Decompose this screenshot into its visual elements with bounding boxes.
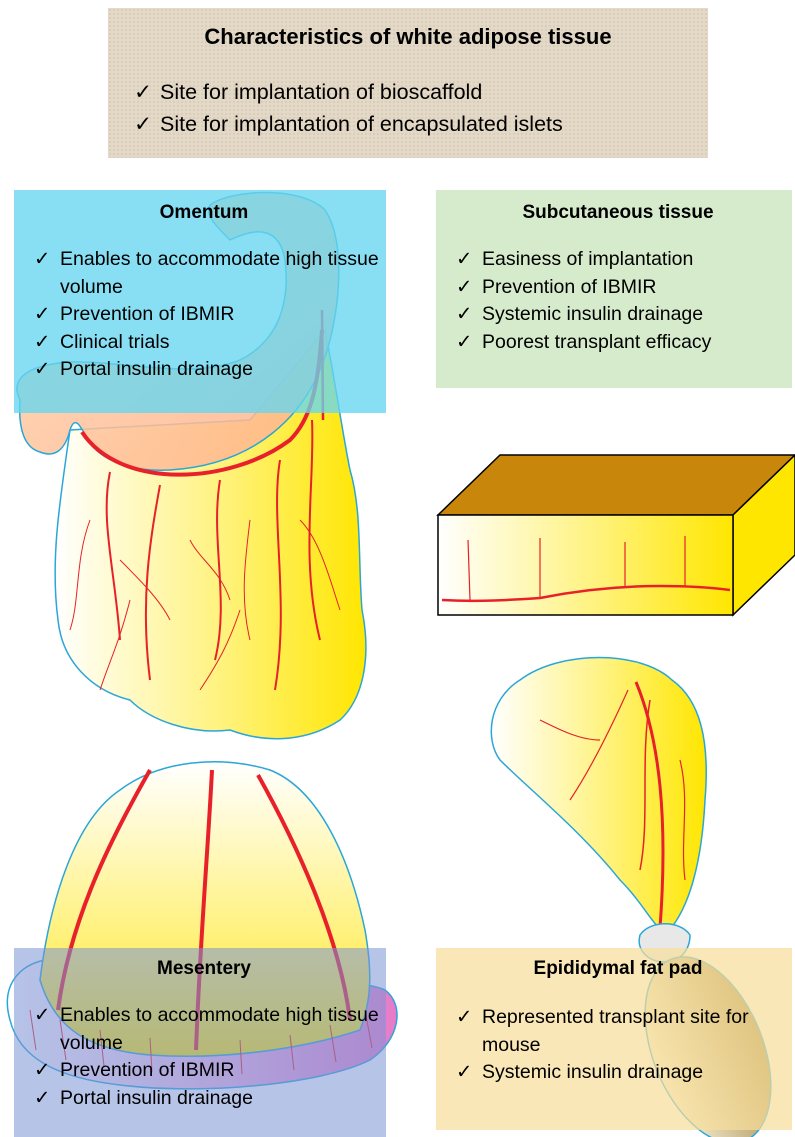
check-icon: ✓ xyxy=(34,301,50,329)
list-item: ✓Site for implantation of bioscaffold xyxy=(128,76,688,108)
check-icon: ✓ xyxy=(134,108,152,140)
omentum-title: Omentum xyxy=(28,202,380,224)
check-icon: ✓ xyxy=(34,1057,50,1085)
list-item: ✓Systemic insulin drainage xyxy=(450,301,786,329)
check-icon: ✓ xyxy=(456,1059,472,1087)
list-item: ✓Represented transplant site for mouse xyxy=(450,1004,786,1059)
list-item: ✓Clinical trials xyxy=(28,329,380,357)
check-icon: ✓ xyxy=(34,1085,50,1113)
check-icon: ✓ xyxy=(34,329,50,357)
list-item: ✓Poorest transplant efficacy xyxy=(450,329,786,357)
list-item: ✓Prevention of IBMIR xyxy=(450,274,786,302)
omentum-list: ✓Enables to accommodate high tissue volu… xyxy=(28,246,380,384)
subcutaneous-list: ✓Easiness of implantation ✓Prevention of… xyxy=(450,246,786,356)
header-title: Characteristics of white adipose tissue xyxy=(128,24,688,50)
list-item: ✓Site for implantation of encapsulated i… xyxy=(128,108,688,140)
check-icon: ✓ xyxy=(34,356,50,384)
header-list: ✓Site for implantation of bioscaffold ✓S… xyxy=(128,76,688,140)
subcutaneous-illustration xyxy=(438,455,795,615)
list-item: ✓Enables to accommodate high tissue volu… xyxy=(28,1002,380,1057)
list-item: ✓Enables to accommodate high tissue volu… xyxy=(28,246,380,301)
subcutaneous-title: Subcutaneous tissue xyxy=(450,202,786,224)
list-item: ✓Systemic insulin drainage xyxy=(450,1059,786,1087)
epididymal-panel: Epididymal fat pad ✓Represented transpla… xyxy=(436,948,792,1130)
check-icon: ✓ xyxy=(34,246,50,274)
mesentery-title: Mesentery xyxy=(28,958,380,980)
mesentery-panel: Mesentery ✓Enables to accommodate high t… xyxy=(14,948,386,1137)
check-icon: ✓ xyxy=(134,76,152,108)
check-icon: ✓ xyxy=(456,1004,472,1032)
list-item: ✓Portal insulin drainage xyxy=(28,356,380,384)
header-panel: Characteristics of white adipose tissue … xyxy=(108,8,708,158)
omentum-panel: Omentum ✓Enables to accommodate high tis… xyxy=(14,190,386,413)
list-item: ✓Prevention of IBMIR xyxy=(28,1057,380,1085)
check-icon: ✓ xyxy=(34,1002,50,1030)
check-icon: ✓ xyxy=(456,301,472,329)
list-item: ✓Easiness of implantation xyxy=(450,246,786,274)
check-icon: ✓ xyxy=(456,274,472,302)
epididymal-title: Epididymal fat pad xyxy=(450,958,786,980)
mesentery-list: ✓Enables to accommodate high tissue volu… xyxy=(28,1002,380,1112)
check-icon: ✓ xyxy=(456,329,472,357)
check-icon: ✓ xyxy=(456,246,472,274)
subcutaneous-panel: Subcutaneous tissue ✓Easiness of implant… xyxy=(436,190,792,388)
epididymal-list: ✓Represented transplant site for mouse ✓… xyxy=(450,1004,786,1087)
list-item: ✓Prevention of IBMIR xyxy=(28,301,380,329)
list-item: ✓Portal insulin drainage xyxy=(28,1085,380,1113)
